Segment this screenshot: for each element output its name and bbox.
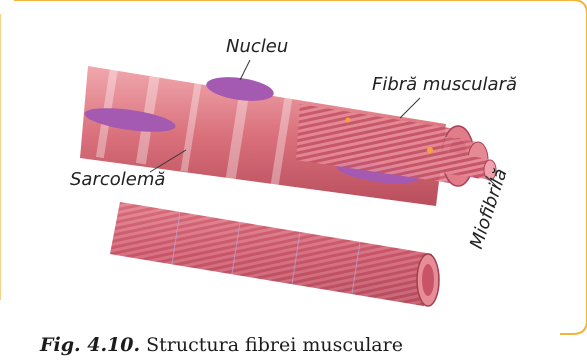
myofibril [110, 202, 439, 306]
pointer-nucleu [240, 60, 250, 80]
label-sarcolema: Sarcolemă [70, 169, 165, 190]
pointer-fibra [400, 98, 420, 118]
figure-caption: Fig. 4.10. Structura fibrei musculare [40, 334, 403, 356]
label-nucleu: Nucleu [226, 36, 288, 57]
caption-text: Structura fibrei musculare [146, 334, 403, 356]
figure-number: Fig. 4.10. [40, 334, 140, 356]
label-fibra-musculara: Fibră musculară [372, 74, 517, 95]
